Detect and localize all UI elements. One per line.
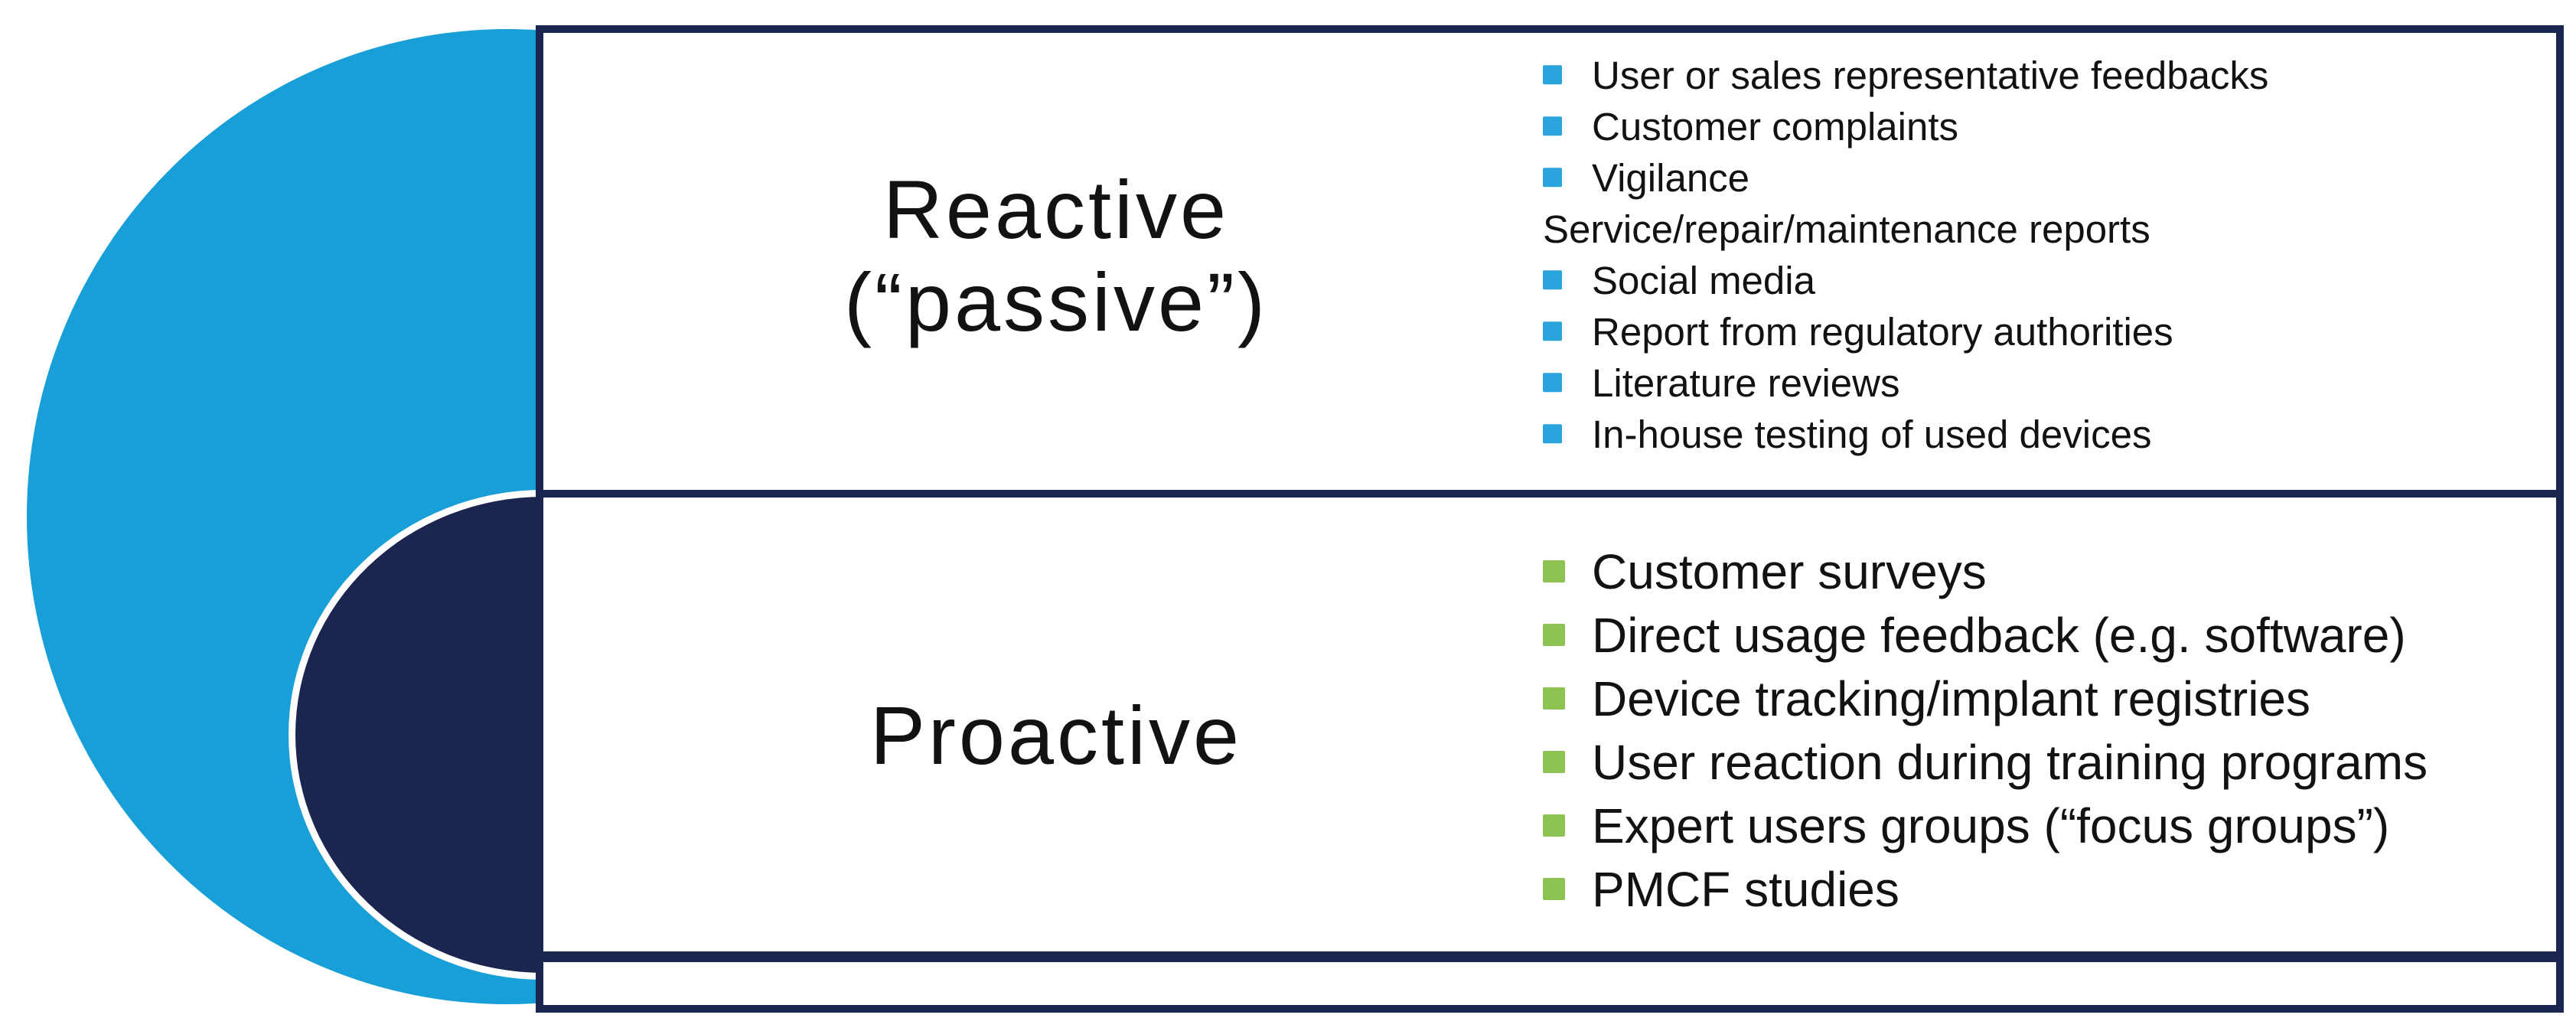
bullet-square-icon bbox=[1543, 116, 1562, 135]
row-reactive: Reactive (“passive”) User or sales repre… bbox=[543, 33, 2556, 490]
list-item: Report from regulatory authorities bbox=[1543, 306, 2556, 357]
list-item: Direct usage feedback (e.g. software) bbox=[1543, 604, 2556, 667]
bullet-square-icon bbox=[1543, 269, 1562, 289]
list-item: Vigilance bbox=[1543, 152, 2556, 204]
reactive-title: Reactive (“passive”) bbox=[543, 33, 1569, 490]
reactive-title-line1: Reactive bbox=[882, 162, 1230, 256]
list-item: PMCF studies bbox=[1543, 858, 2556, 922]
list-item: Social media bbox=[1543, 255, 2556, 306]
bullet-square-icon bbox=[1543, 167, 1562, 187]
bullet-square-icon bbox=[1543, 750, 1565, 773]
list-item: User reaction during training programs bbox=[1543, 731, 2556, 794]
row-divider bbox=[543, 951, 2556, 962]
bullet-square-icon bbox=[1543, 321, 1562, 341]
bullet-square-icon bbox=[1543, 687, 1565, 710]
list-item: Customer complaints bbox=[1543, 101, 2556, 152]
reactive-title-line2: (“passive”) bbox=[843, 255, 1269, 348]
bullet-square-icon bbox=[1543, 64, 1562, 84]
row-divider bbox=[543, 490, 2556, 498]
bullet-square-icon bbox=[1543, 877, 1565, 900]
list-item: Expert users groups (“focus groups”) bbox=[1543, 794, 2556, 858]
proactive-title-line1: Proactive bbox=[869, 689, 1243, 782]
bullet-square-icon bbox=[1543, 372, 1562, 392]
proactive-title: Proactive bbox=[543, 498, 1569, 951]
feedback-matrix-panel: Reactive (“passive”) User or sales repre… bbox=[536, 25, 2564, 1013]
bullet-square-icon bbox=[1543, 814, 1565, 837]
bullet-square-icon bbox=[1543, 423, 1562, 443]
list-item: In-house testing of used devices bbox=[1543, 409, 2556, 460]
list-item: Customer surveys bbox=[1543, 540, 2556, 604]
list-item: User or sales representative feedbacks bbox=[1543, 50, 2556, 101]
bottom-empty-strip bbox=[543, 962, 2556, 1005]
list-item: Literature reviews bbox=[1543, 357, 2556, 409]
bullet-square-icon bbox=[1543, 623, 1565, 646]
list-item: Device tracking/implant registries bbox=[1543, 667, 2556, 731]
list-item: Service/repair/maintenance reports bbox=[1543, 207, 2150, 251]
bullet-square-icon bbox=[1543, 560, 1565, 582]
